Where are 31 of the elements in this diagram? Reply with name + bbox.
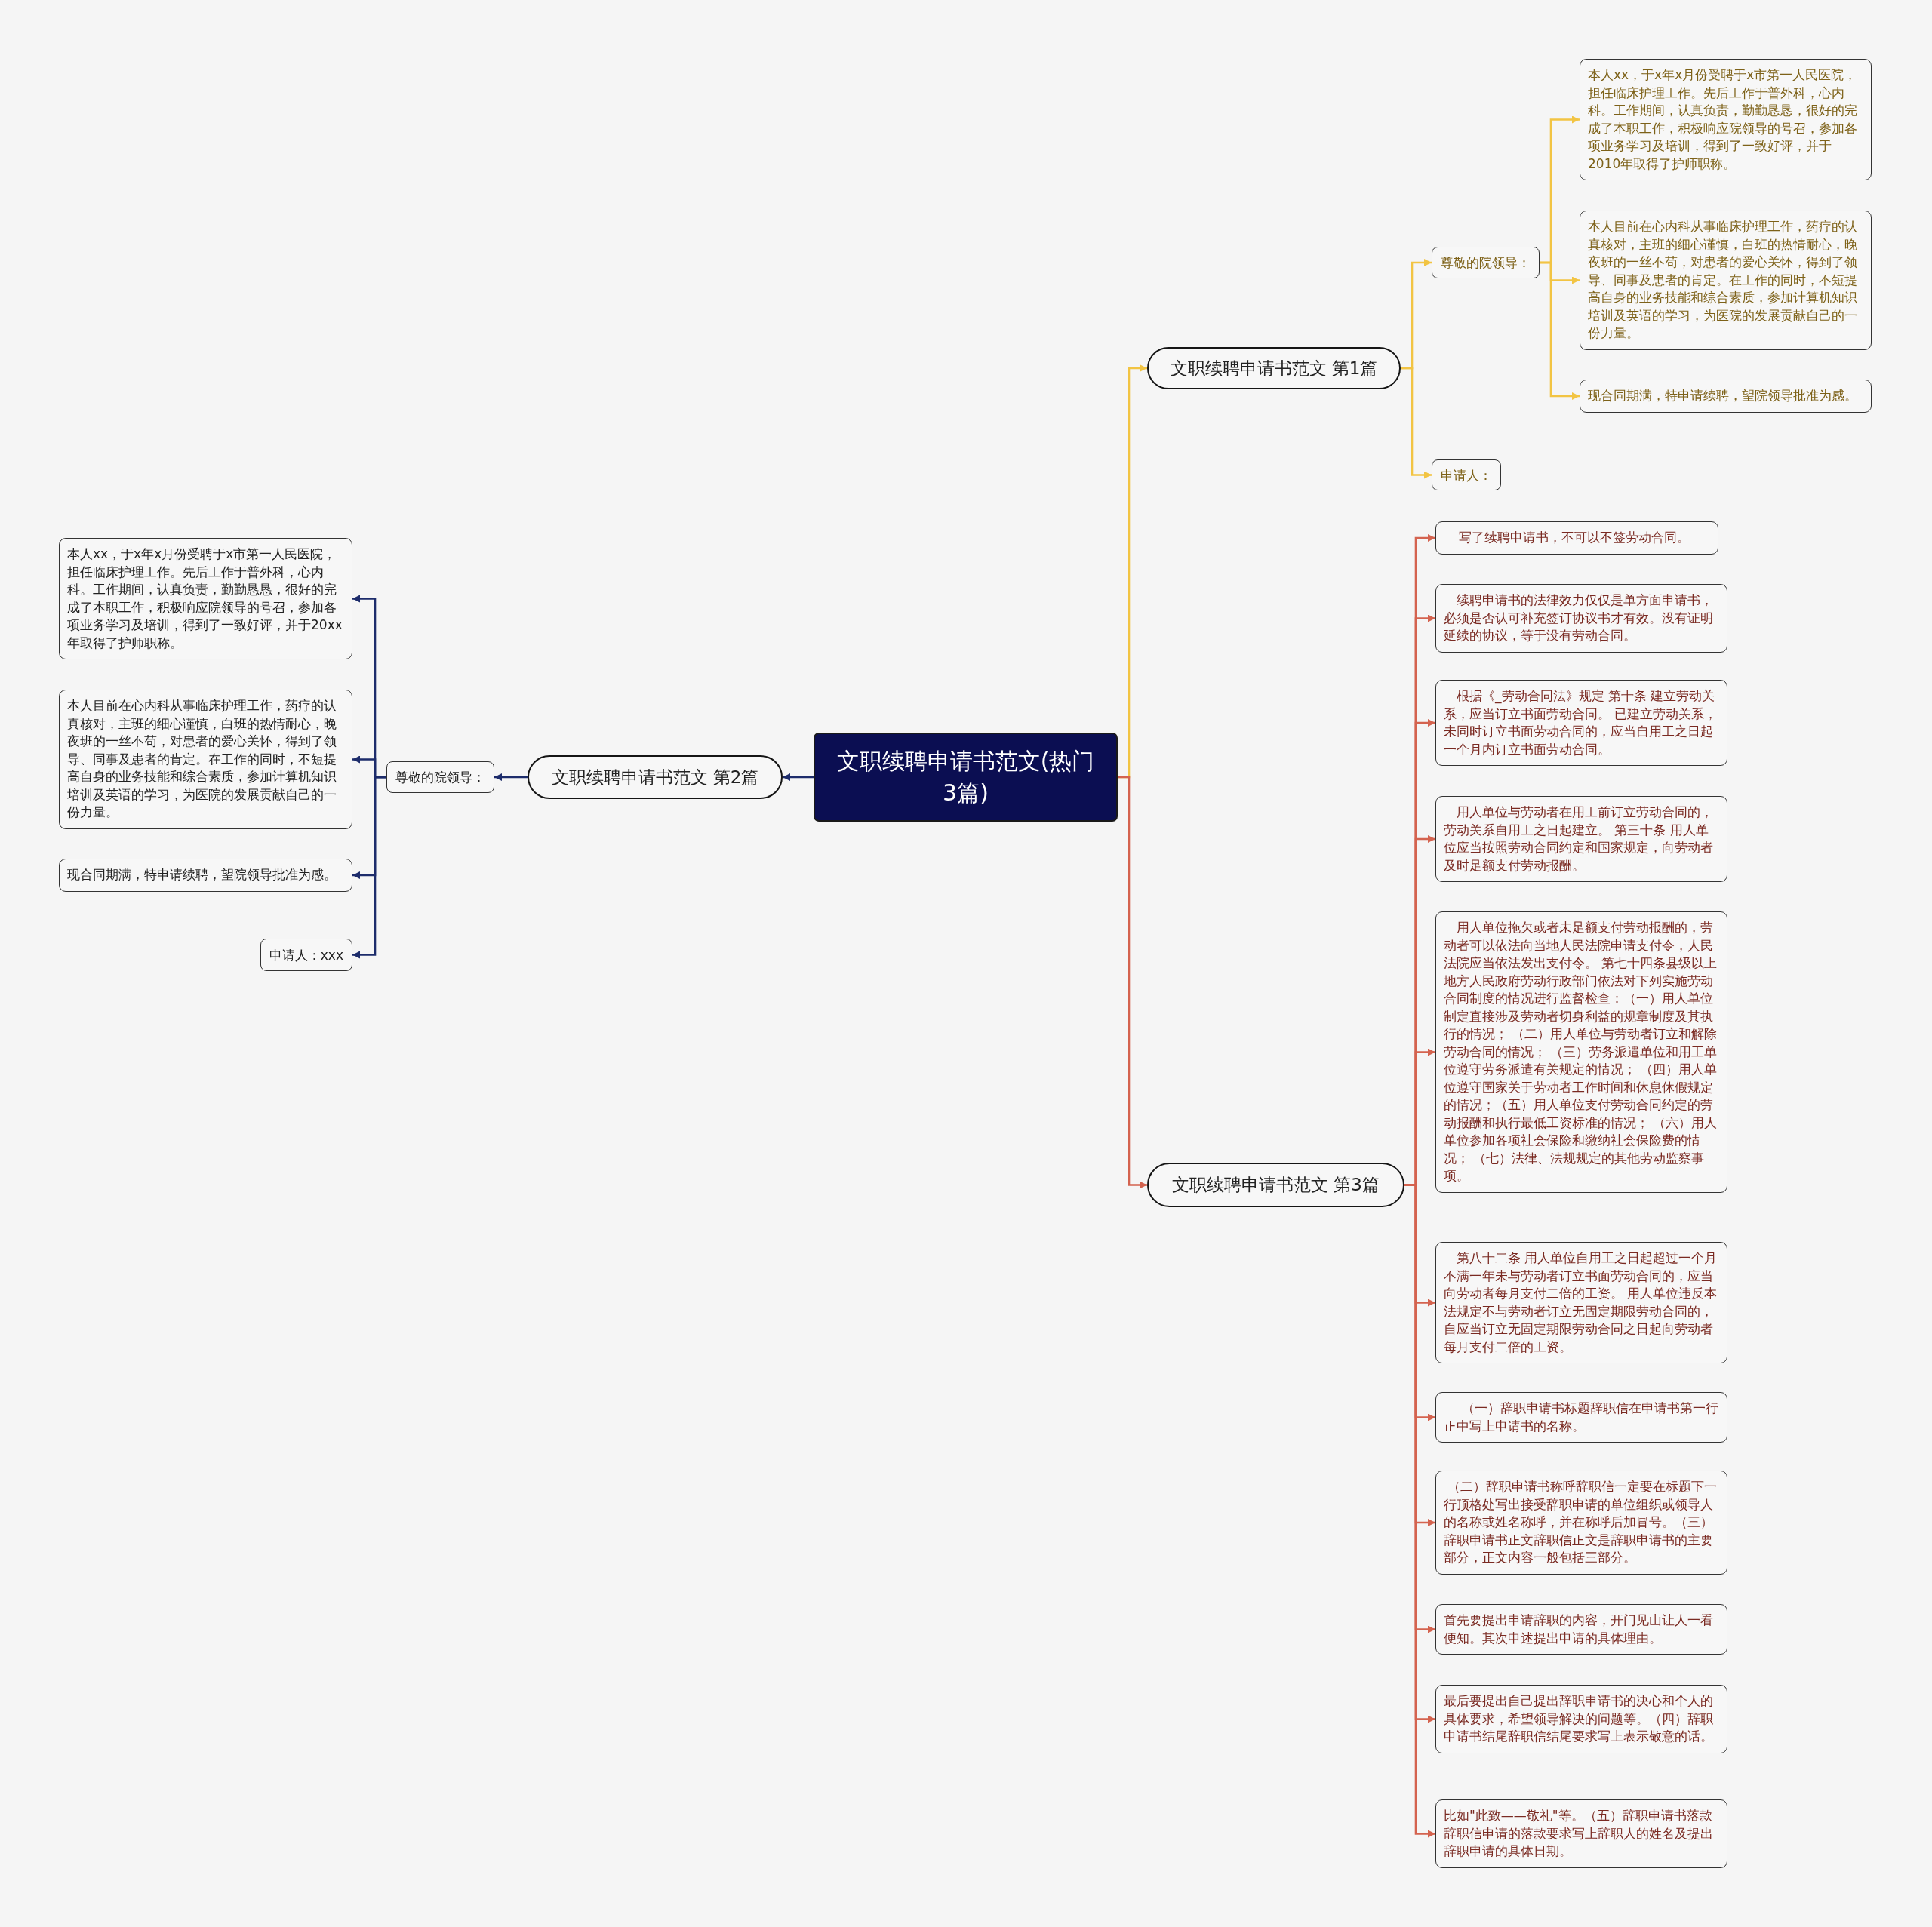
text-box: 本人目前在心内科从事临床护理工作，药疗的认真核对，主班的细心谨慎，白班的热情耐心，晚夜班的一丝不苟，对患者的爱心关怀，得到了领导、同事及患者的肯定。在工作的同时，不短提高自身的业务技能和综合素质，参加计算机知识培训及英语的学习，为医院的发展贡献自己的一份力量。 — [59, 690, 352, 829]
text-box: 本人xx，于x年x月份受聘于x市第一人民医院，担任临床护理工作。先后工作于普外科，心内科。工作期间，认真负责，勤勤恳恳，很好的完成了本职工作，积极响应院领导的号召，参加各项业务学习及培训，得到了一致好评，并于20xx年取得了护师职称。 — [59, 538, 352, 659]
topic-box: 文职续聘申请书范文(热门3篇) — [814, 733, 1118, 822]
label-box: 申请人： — [1432, 459, 1501, 490]
text-box: 本人xx，于x年x月份受聘于x市第一人民医院，担任临床护理工作。先后工作于普外科，心内科。工作期间，认真负责，勤勤恳恳，很好的完成了本职工作，积极响应院领导的号召，参加各项业务学习及培训，得到了一致好评，并于2010年取得了护师职称。 — [1580, 59, 1872, 180]
arrow — [352, 776, 386, 959]
label-box: 申请人：xxx — [260, 939, 352, 971]
label-box: 尊敬的院领导： — [1432, 247, 1540, 278]
text-box: （一）辞职申请书标题辞职信在申请书第一行正中写上申请书的名称。 — [1435, 1392, 1727, 1443]
text-box: 最后要提出自己提出辞职申请书的决心和个人的具体要求，希望领导解决的问题等。（四）辞职申请书结尾辞职信结尾要求写上表示敬意的话。 — [1435, 1685, 1727, 1753]
branch-pill: 文职续聘申请书范文 第1篇 — [1147, 347, 1401, 389]
arrow — [1540, 261, 1580, 400]
branch-pill: 文职续聘申请书范文 第2篇 — [528, 755, 783, 799]
arrow — [1118, 776, 1147, 1189]
branch-pill: 文职续聘申请书范文 第3篇 — [1147, 1163, 1404, 1207]
text-box: 首先要提出申请辞职的内容，开门见山让人一看便知。其次申述提出申请的具体理由。 — [1435, 1604, 1727, 1655]
text-box: 第八十二条 用人单位自用工之日起超过一个月不满一年未与劳动者订立书面劳动合同的，应当向劳动者每月支付二倍的工资。 用人单位违反本法规定不与劳动者订立无固定期限劳动合同的，自应当订立无固定期限劳动合同之日起向劳动者每月支付二倍的工资。 — [1435, 1242, 1727, 1363]
text-box: 现合同期满，特申请续聘，望院领导批准为感。 — [1580, 380, 1872, 413]
text-box: 根据《_劳动合同法》规定 第十条 建立劳动关系，应当订立书面劳动合同。 已建立劳动关系，未同时订立书面劳动合同的，应当自用工之日起一个月内订立书面劳动合同。 — [1435, 680, 1727, 766]
text-box: 用人单位拖欠或者未足额支付劳动报酬的，劳动者可以依法向当地人民法院申请支付令，人民法院应当依法发出支付令。 第七十四条县级以上地方人民政府劳动行政部门依法对下列实施劳动合同制度的情况进行监督检查：（一）用人单位制定直接涉及劳动者切身利益的规章制度及其执行的情况； （二）用人单位与劳动者订立和解除劳动合同的情况； （三）劳务派遣单位和用工单位遵守劳务派遣有关规定的情况； （四）用人单位遵守国家关于劳动者工作时间和休息休假规定的情况；（五）用人单位支付劳动合同约定的劳动报酬和执行最低工资标准的情况； （六）用人单位参加各项社会保险和缴纳社会保险费的情况； （七）法律、法规规定的其他劳动监察事项。 — [1435, 911, 1727, 1193]
label-box: 尊敬的院领导： — [386, 761, 494, 793]
arrow — [494, 773, 528, 781]
text-box: 比如"此致——敬礼"等。（五）辞职申请书落款辞职信申请的落款要求写上辞职人的姓名及提出辞职申请的具体日期。 — [1435, 1799, 1727, 1868]
arrow — [783, 773, 814, 781]
text-box: 现合同期满，特申请续聘，望院领导批准为感。 — [59, 859, 352, 892]
text-box: （二）辞职申请书称呼辞职信一定要在标题下一行顶格处写出接受辞职申请的单位组织或领导人的名称或姓名称呼，并在称呼后加冒号。（三）辞职申请书正文辞职信正文是辞职申请书的主要部分，正文内容一般包括三部分。 — [1435, 1471, 1727, 1575]
text-box: 本人目前在心内科从事临床护理工作，药疗的认真核对，主班的细心谨慎，白班的热情耐心，晚夜班的一丝不苟，对患者的爱心关怀，得到了领导、同事及患者的肯定。在工作的同时，不短提高自身的业务技能和综合素质，参加计算机知识培训及英语的学习，为医院的发展贡献自己的一份力量。 — [1580, 211, 1872, 350]
text-box: 续聘申请书的法律效力仅仅是单方面申请书，必须是否认可补充签订协议书才有效。没有证明延续的协议，等于没有劳动合同。 — [1435, 584, 1727, 653]
arrow — [1401, 367, 1432, 479]
text-box: 写了续聘申请书，不可以不签劳动合同。 — [1435, 521, 1718, 555]
text-box: 用人单位与劳动者在用工前订立劳动合同的，劳动关系自用工之日起建立。 第三十条 用人单位应当按照劳动合同约定和国家规定，向劳动者及时足额支付劳动报酬。 — [1435, 796, 1727, 882]
